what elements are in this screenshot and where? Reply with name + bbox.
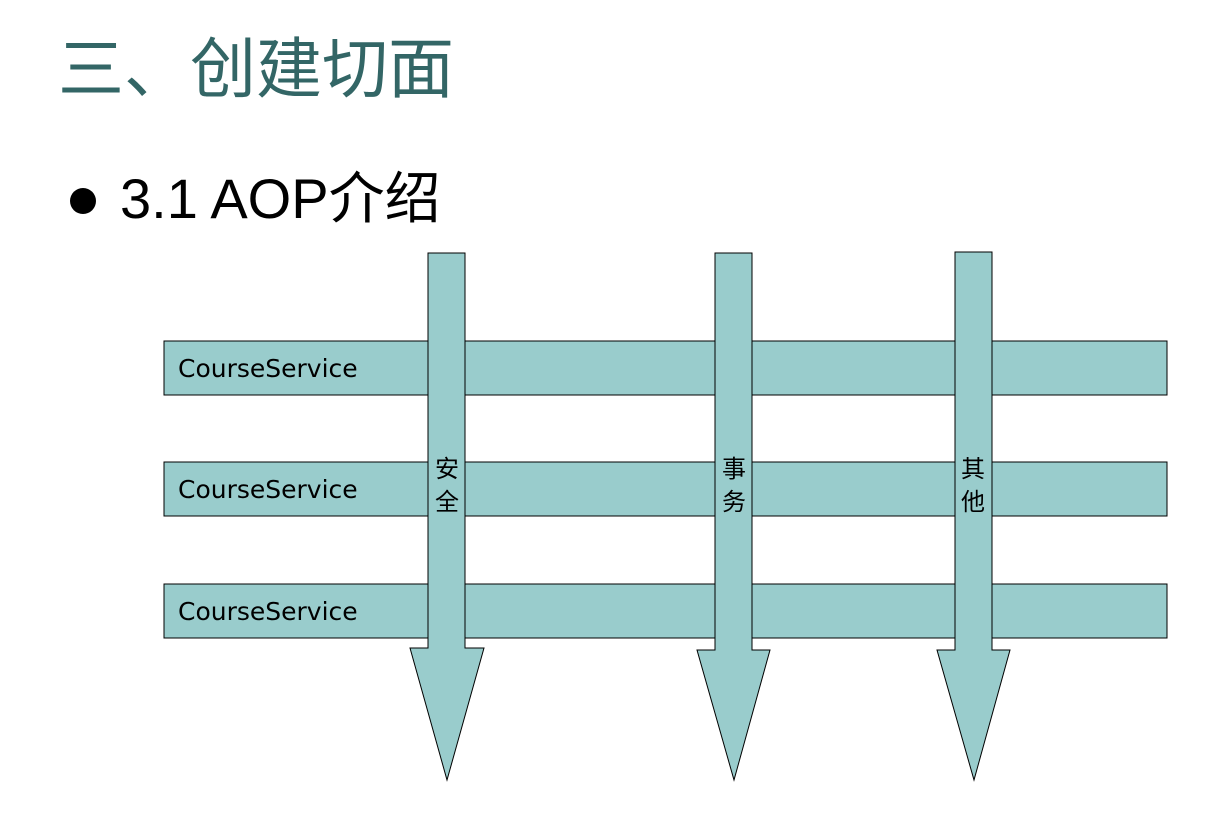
service-label-2: CourseService bbox=[178, 475, 358, 504]
concern-label-other-1: 其 bbox=[961, 455, 985, 483]
service-bar-3 bbox=[163, 583, 1168, 639]
concern-arrow-security bbox=[409, 252, 485, 782]
concern-label-transaction-2: 务 bbox=[722, 488, 746, 516]
bullet-icon bbox=[70, 188, 96, 214]
concern-label-security-2: 全 bbox=[435, 488, 459, 516]
slide-title: 三、创建切面 bbox=[58, 31, 454, 108]
service-bar-2 bbox=[163, 461, 1168, 517]
concern-arrows bbox=[409, 251, 1011, 782]
service-label-1: CourseService bbox=[178, 354, 358, 383]
bullet-text: 3.1 AOP介绍 bbox=[120, 167, 441, 230]
service-bar-1 bbox=[163, 340, 1168, 396]
concern-label-other-2: 他 bbox=[961, 488, 985, 516]
service-label-3: CourseService bbox=[178, 597, 358, 626]
service-bars bbox=[163, 340, 1168, 639]
concern-arrow-transaction bbox=[696, 252, 771, 782]
concern-arrow-other bbox=[936, 251, 1011, 782]
concern-label-transaction-1: 事 bbox=[722, 455, 746, 483]
concern-label-security-1: 安 bbox=[435, 455, 459, 483]
